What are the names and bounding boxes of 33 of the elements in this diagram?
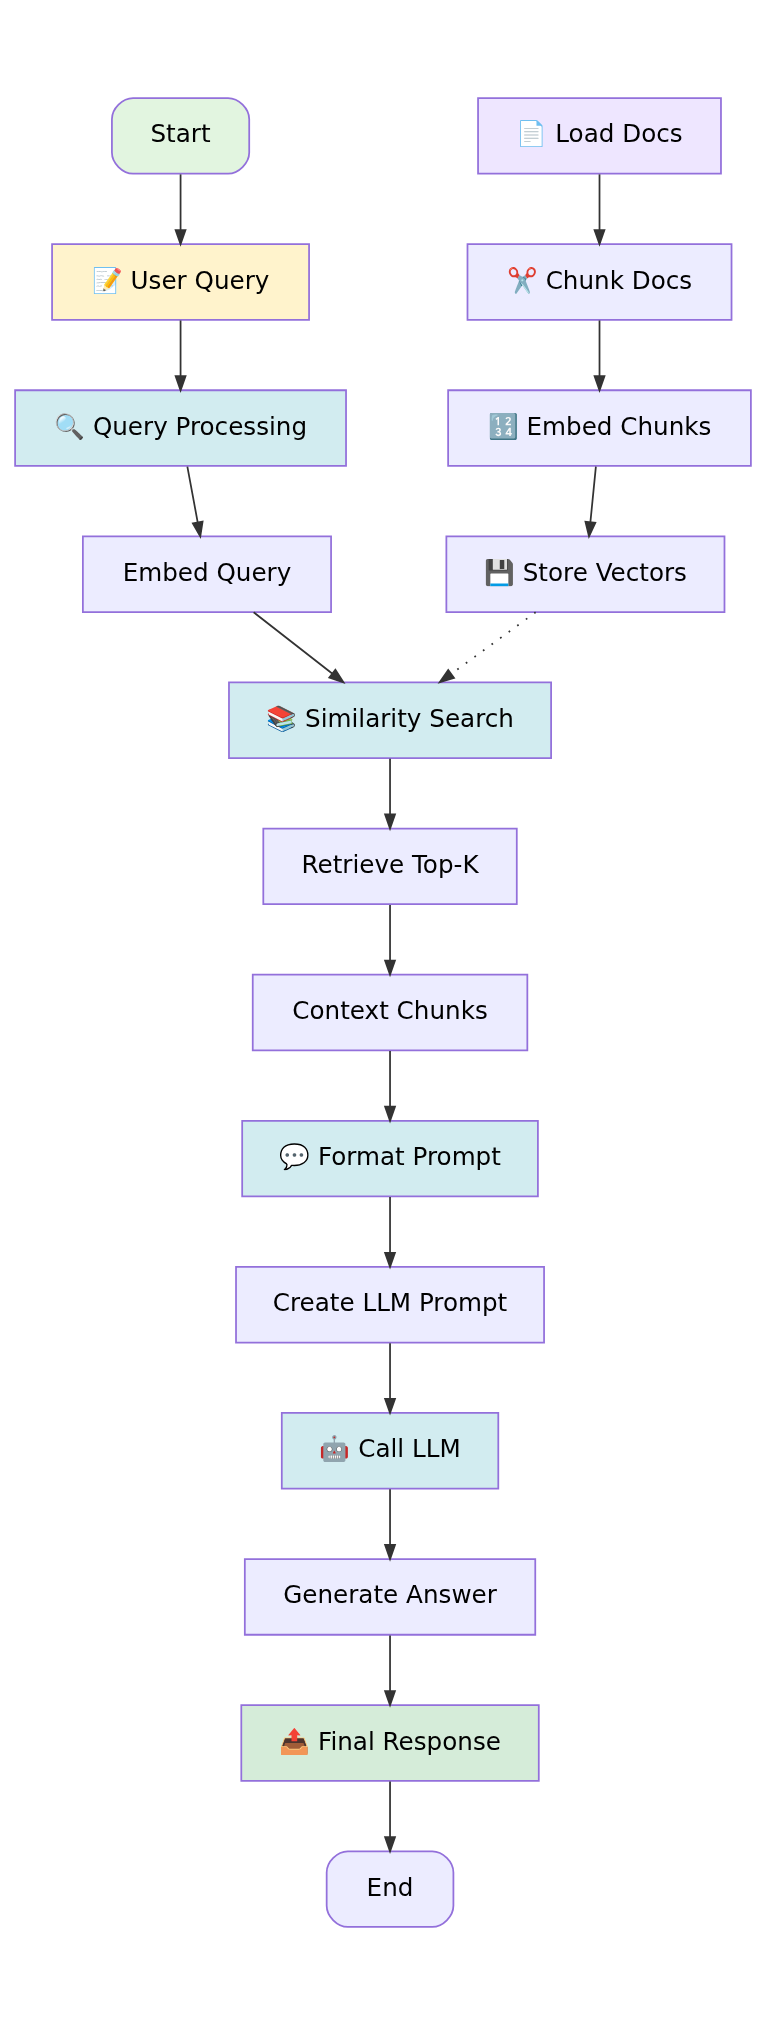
node-box: 🔢 Embed Chunks [447, 388, 752, 467]
arrow [174, 319, 187, 393]
node-box: 📤 Final Response [240, 1703, 540, 1782]
arrow [383, 1195, 397, 1269]
node-box: Start [111, 96, 251, 175]
node-box: Create LLM Prompt [235, 1265, 545, 1343]
arrow [252, 610, 346, 684]
node-box: 💬 Format Prompt [241, 1119, 539, 1197]
node-box: 🔍 Query Processing [14, 388, 347, 467]
node-box: 📄 Load Docs [477, 96, 722, 175]
arrow [383, 1780, 397, 1854]
node-box: 🤖 Call LLM [280, 1411, 500, 1490]
arrow [383, 1341, 397, 1416]
node-box: 📝 User Query [51, 242, 310, 321]
node-box: End [325, 1849, 455, 1928]
arrow [593, 173, 606, 247]
arrow [383, 757, 397, 831]
arrow [593, 319, 606, 393]
node-box: Retrieve Top-K [262, 827, 518, 905]
arrow [186, 465, 204, 539]
node-box: ✂ Chunk Docs [466, 242, 733, 321]
arrow [383, 1487, 397, 1562]
arrow [383, 903, 397, 977]
arrow [584, 465, 597, 539]
arrow [383, 1634, 397, 1708]
node-box: 📚 Similarity Search [228, 681, 552, 759]
arrow [437, 610, 537, 684]
node-box: Embed Query [82, 534, 332, 613]
node-box: Generate Answer [243, 1557, 537, 1636]
arrow [383, 1049, 397, 1123]
node-box: 💾 Store Vectors [445, 534, 726, 613]
node-box: Context Chunks [251, 973, 529, 1051]
arrow [174, 173, 187, 247]
